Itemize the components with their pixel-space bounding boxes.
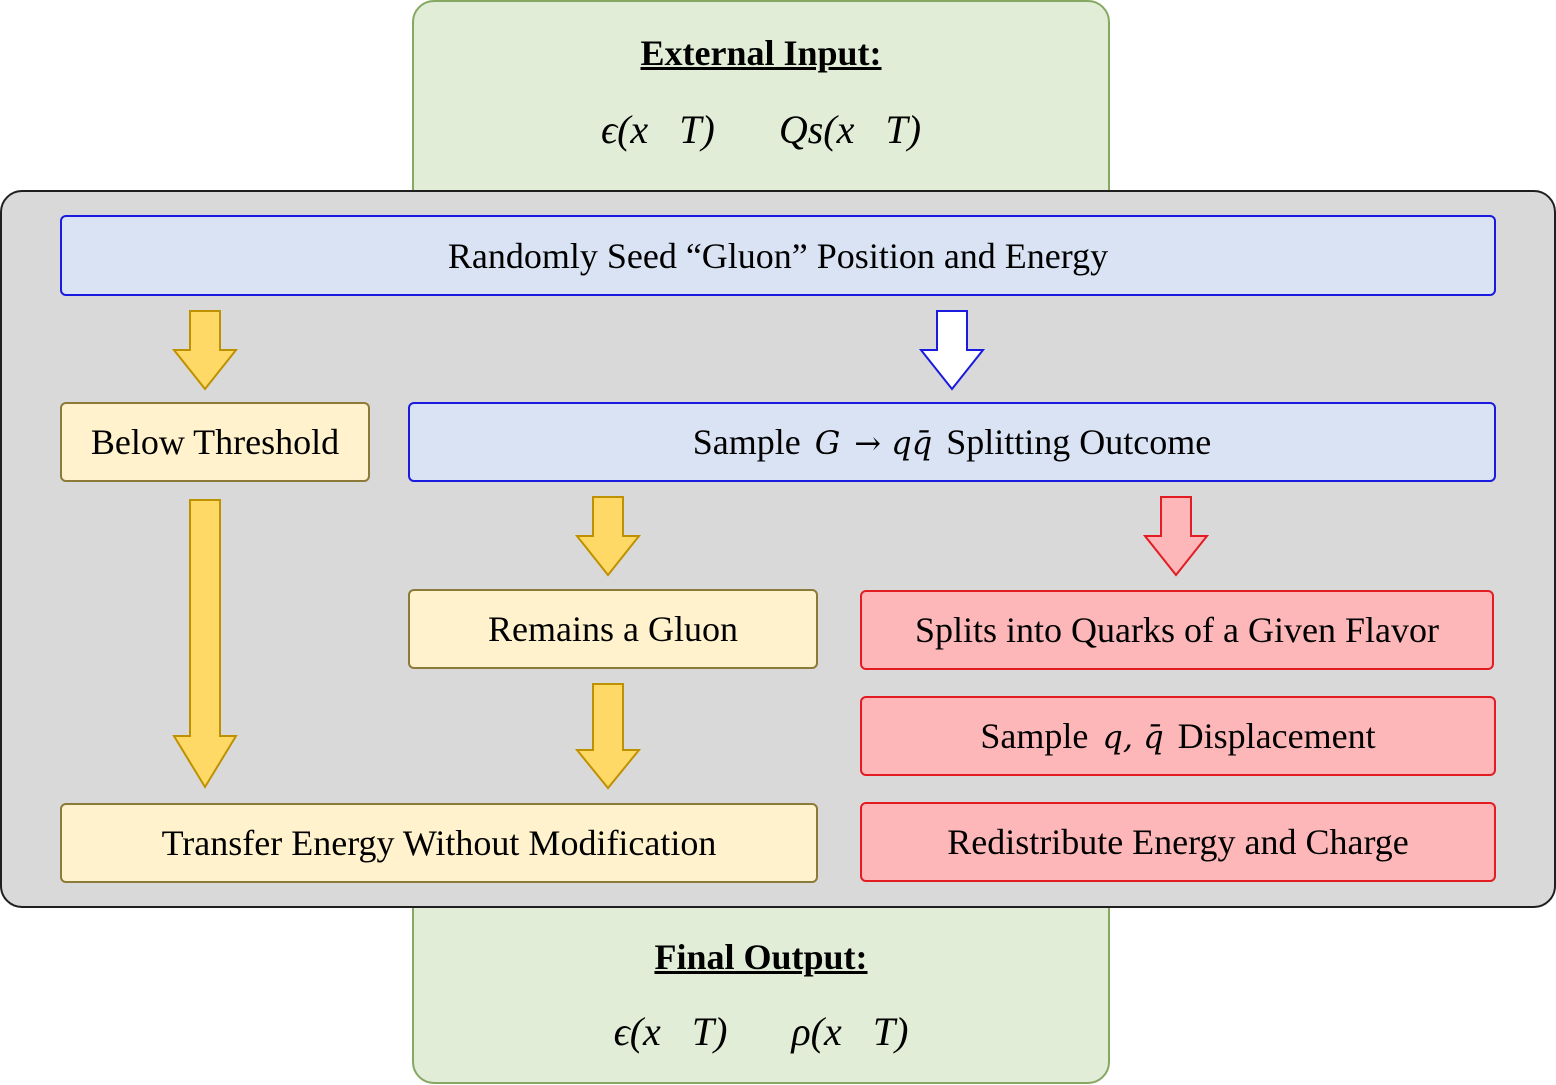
sample-splitting-box: Sample G → qq̄ Splitting Outcome [408, 402, 1496, 482]
energy-density-output: ϵ(x⃗T) [613, 1009, 728, 1054]
below-threshold-label: Below Threshold [90, 422, 340, 462]
gluon-symbol: G [814, 424, 841, 462]
final-output-title: Final Output: [654, 937, 868, 977]
redistribute-label: Redistribute Energy and Charge [947, 822, 1409, 862]
arrow-seed-to-below-threshold [171, 310, 239, 391]
sample-displacement-box: Sample q, q̄ Displacement [860, 696, 1496, 776]
sample-splitting-label: Sample G → qq̄ Splitting Outcome [693, 421, 1212, 463]
arrow-below-threshold-to-transfer [172, 499, 238, 789]
arrow-splitting-to-splits-quarks [1142, 496, 1210, 577]
external-input-variables: ϵ(x⃗T) Qs(x⃗T) [414, 106, 1108, 153]
remains-gluon-box: Remains a Gluon [408, 589, 818, 669]
sample-splitting-prefix: Sample [692, 422, 801, 462]
splits-quarks-box: Splits into Quarks of a Given Flavor [860, 590, 1494, 670]
final-output-variables: ϵ(x⃗T) ρ(x⃗T) [414, 1008, 1108, 1055]
arrow-remains-gluon-to-transfer [574, 683, 642, 790]
seed-gluon-box: Randomly Seed “Gluon” Position and Energ… [60, 215, 1496, 296]
sample-displacement-suffix: Displacement [1177, 716, 1376, 756]
splits-quarks-label: Splits into Quarks of a Given Flavor [915, 610, 1439, 650]
arrow-splitting-to-remains-gluon [574, 496, 642, 577]
sample-displacement-prefix: Sample [980, 716, 1089, 756]
algorithm-panel [0, 190, 1556, 908]
charge-density-output: ρ(x⃗T) [791, 1009, 909, 1054]
arrow-seed-to-sample-splitting [918, 310, 986, 391]
saturation-scale-input: Qs(x⃗T) [778, 107, 922, 152]
sample-splitting-suffix: Splitting Outcome [946, 422, 1212, 462]
transfer-energy-box: Transfer Energy Without Modification [60, 803, 818, 883]
seed-gluon-label: Randomly Seed “Gluon” Position and Energ… [447, 235, 1109, 276]
remains-gluon-label: Remains a Gluon [488, 609, 738, 649]
redistribute-box: Redistribute Energy and Charge [860, 802, 1496, 882]
splitting-arrow: → qq̄ [854, 424, 933, 462]
external-input-title: External Input: [640, 33, 882, 73]
energy-density-input: ϵ(x⃗T) [600, 107, 715, 152]
below-threshold-box: Below Threshold [60, 402, 370, 482]
quark-pair-symbol: q, q̄ [1102, 718, 1164, 756]
transfer-energy-label: Transfer Energy Without Modification [161, 823, 717, 863]
sample-displacement-label: Sample q, q̄ Displacement [980, 715, 1375, 757]
